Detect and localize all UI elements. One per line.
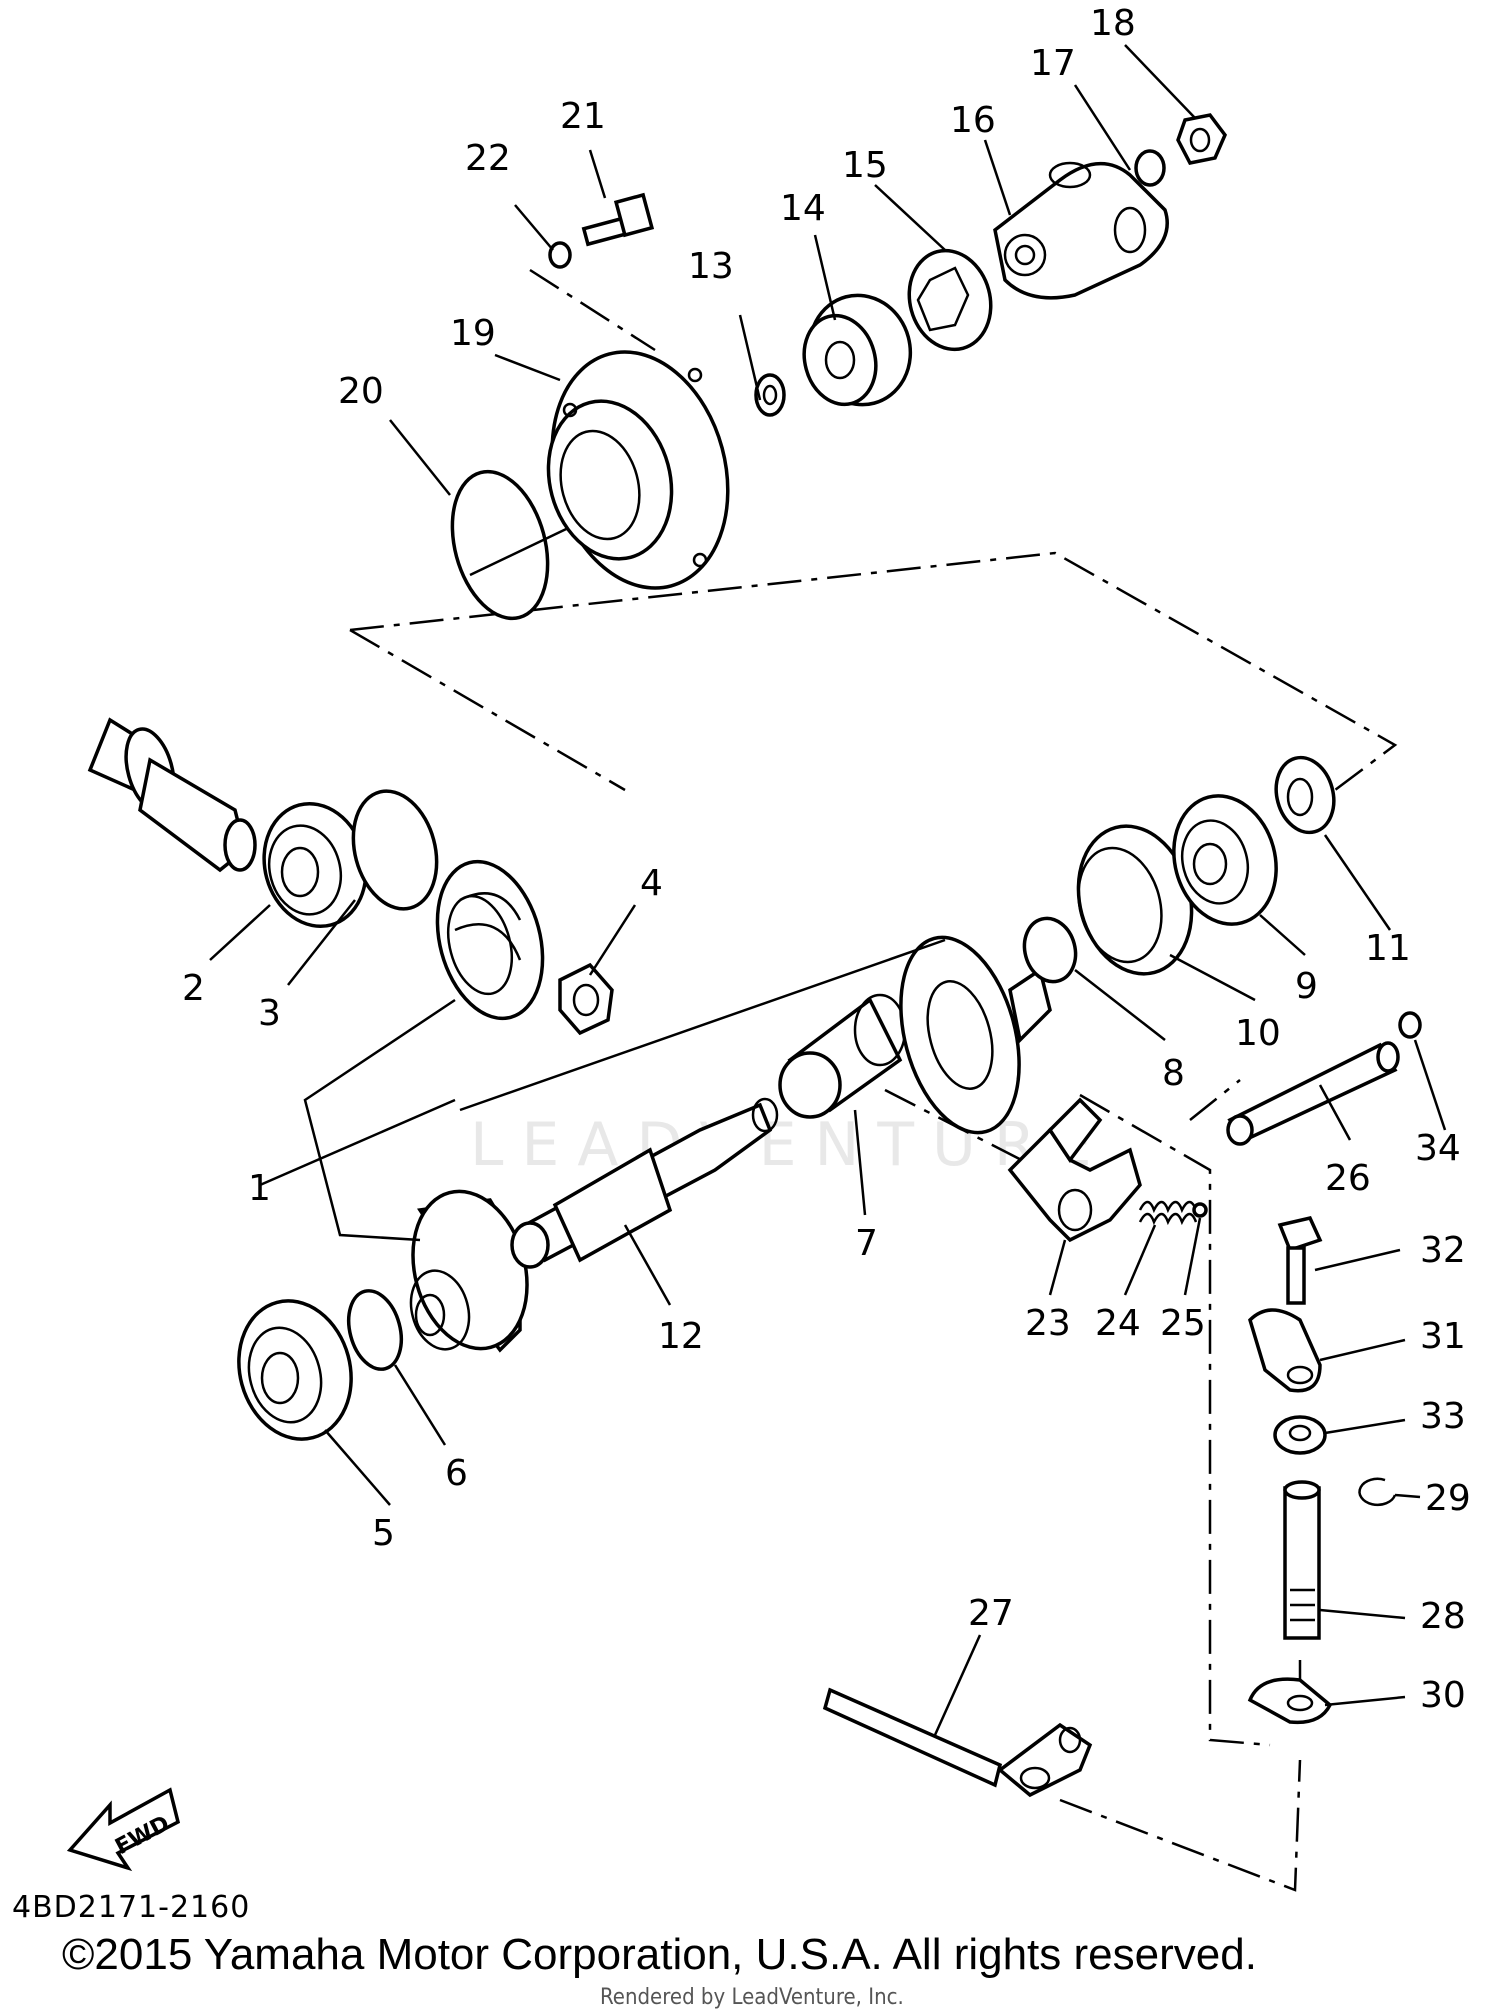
label-23: 23 [1025,1303,1071,1344]
part-2-bearing [262,801,368,929]
part-7-dog-clutch [778,993,907,1119]
part-23-shift-fork [1007,1097,1142,1243]
part-1-bevel-gear-shim [435,859,545,1021]
label-21: 21 [560,96,606,137]
part-19-housing-cover [546,350,730,590]
label-3: 3 [258,993,281,1034]
label-9: 9 [1295,966,1318,1007]
part-29-clip [1358,1477,1397,1507]
label-11: 11 [1365,928,1411,969]
part-17-washer [1134,149,1166,187]
part-1-forward-gear [899,935,1052,1135]
leader-lines [209,44,1447,1736]
label-34: 34 [1415,1128,1461,1169]
label-4: 4 [640,863,663,904]
label-1-top: 1 [248,1168,271,1209]
label-16: 16 [950,100,996,141]
part-32-bolt [1277,1215,1323,1305]
part-18-nut [1176,113,1228,165]
part-11-ring-nut [1274,755,1336,835]
label-12: 12 [658,1316,704,1357]
part-5-bearing [237,1299,353,1441]
label-6: 6 [445,1453,468,1494]
part-9-bearing [1172,794,1278,926]
label-30: 30 [1420,1675,1466,1716]
label-32: 32 [1420,1230,1466,1271]
diagram-code: 4BD2171-2160 [12,1890,251,1925]
label-15: 15 [842,145,888,186]
part-6-shim [346,1289,404,1371]
label-25: 25 [1160,1303,1206,1344]
part-15-oil-seal [907,248,993,352]
label-24: 24 [1095,1303,1141,1344]
part-31-bracket [1248,1308,1322,1393]
part-8-o-ring [1022,916,1078,984]
label-22: 22 [465,138,511,179]
label-8: 8 [1162,1053,1185,1094]
part-16-yoke [993,161,1169,300]
part-26-shift-shaft [1226,1041,1400,1146]
part-25-ball [1192,1202,1208,1218]
part-30-plate [1247,1677,1333,1725]
part-24-spring [1138,1200,1198,1226]
label-29: 29 [1425,1478,1471,1519]
label-28: 28 [1420,1596,1466,1637]
label-19: 19 [450,313,496,354]
part-14-bearing [802,293,913,407]
part-21-bolt [581,192,655,247]
callout-labels: 1 2 3 4 5 6 7 8 9 10 11 12 13 14 15 16 1… [182,3,1471,1716]
part-12-propeller-shaft [510,1097,779,1269]
label-31: 31 [1420,1316,1466,1357]
part-3-o-ring [351,789,439,911]
part-28-shift-rod [1283,1480,1321,1640]
label-14: 14 [780,188,826,229]
label-26: 26 [1325,1158,1371,1199]
label-27: 27 [968,1593,1014,1634]
part-13-washer [754,373,786,417]
label-33: 33 [1420,1396,1466,1437]
label-20: 20 [338,371,384,412]
part-27-shift-lever [822,1687,1093,1798]
part-4-nut [558,962,614,1036]
part-22-washer [548,241,572,269]
label-13: 13 [688,246,734,287]
label-5: 5 [372,1513,395,1554]
label-18: 18 [1090,3,1136,44]
drive-shaft-end [87,717,257,873]
copyright-notice: ©2015 Yamaha Motor Corporation, U.S.A. A… [62,1930,1257,1979]
label-10: 10 [1235,1013,1281,1054]
part-33-bushing [1273,1415,1327,1455]
fwd-arrow-icon: FWD [66,1787,181,1872]
label-2: 2 [182,968,205,1009]
part-1-pinion-gear [409,1189,529,1353]
label-17: 17 [1030,43,1076,84]
label-7: 7 [855,1223,878,1264]
part-34-ball [1398,1011,1422,1039]
rendered-by-notice: Rendered by LeadVenture, Inc. [600,1985,904,2010]
